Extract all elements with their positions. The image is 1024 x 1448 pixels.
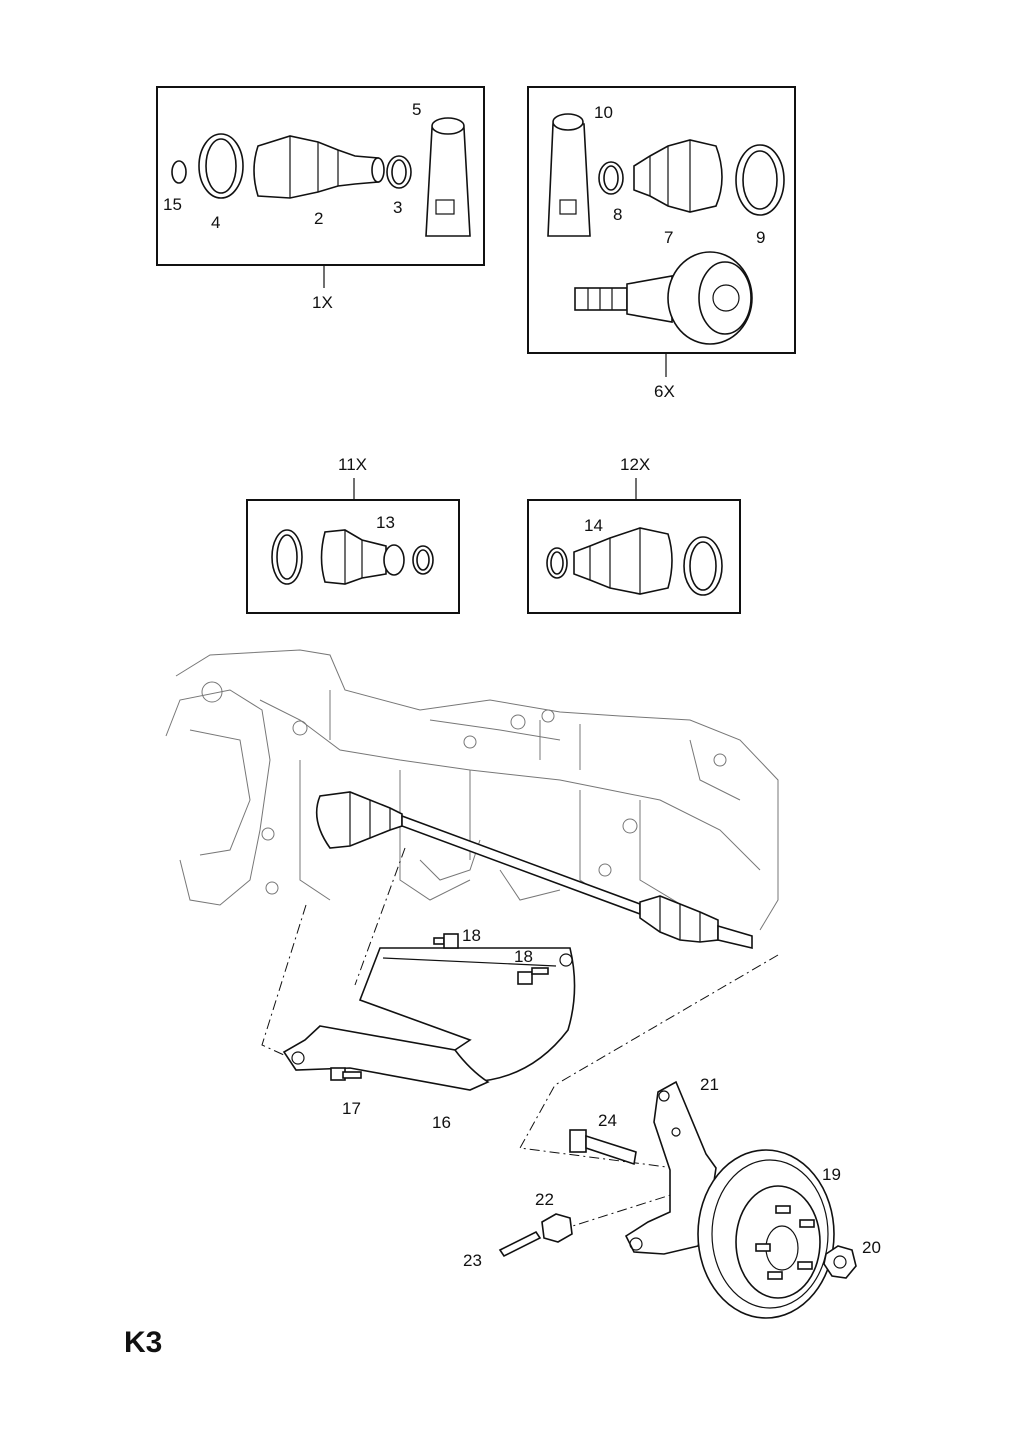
kit-box-6x: 10 8 7 9 6X bbox=[527, 86, 796, 401]
callout-16: 16 bbox=[432, 1113, 451, 1132]
part-15-clip bbox=[171, 160, 187, 184]
page-code: K3 bbox=[124, 1326, 162, 1359]
subframe-ghost-outline bbox=[165, 649, 779, 931]
part-4-clamp-ring bbox=[198, 133, 244, 199]
group-label-11x: 11X bbox=[338, 455, 367, 474]
part-5-grease-tube bbox=[425, 117, 471, 237]
part-22-castle-nut bbox=[541, 1213, 573, 1243]
group-label-6x: 6X bbox=[654, 382, 675, 401]
callout-19: 19 bbox=[822, 1165, 841, 1184]
callout-18-upper: 18 bbox=[462, 926, 481, 945]
part-18-bolt-right bbox=[517, 967, 549, 985]
callout-21: 21 bbox=[700, 1075, 719, 1094]
callout-10: 10 bbox=[594, 103, 613, 122]
part-7-boot bbox=[633, 139, 723, 213]
callout-8: 8 bbox=[613, 205, 622, 224]
drive-shaft-assembly bbox=[315, 791, 753, 950]
part-10-grease-tube bbox=[547, 113, 591, 237]
part-17-bolt bbox=[330, 1067, 362, 1081]
part-21-steering-knuckle bbox=[624, 1080, 717, 1255]
callout-18-right: 18 bbox=[514, 947, 533, 966]
callout-15: 15 bbox=[163, 195, 182, 214]
kit-box-11x: 13 11X bbox=[246, 455, 460, 614]
callout-7: 7 bbox=[664, 228, 673, 247]
callout-23: 23 bbox=[463, 1251, 482, 1270]
callout-20: 20 bbox=[862, 1238, 881, 1257]
callout-4: 4 bbox=[211, 213, 220, 232]
callout-13: 13 bbox=[376, 513, 395, 532]
part-20-wheel-nut bbox=[823, 1245, 857, 1279]
callout-9: 9 bbox=[756, 228, 765, 247]
part-9-clamp-ring bbox=[735, 144, 785, 216]
part-19-brake-disc bbox=[697, 1149, 835, 1319]
kit-box-12x: 14 12X bbox=[527, 455, 741, 614]
group-label-12x: 12X bbox=[620, 455, 650, 474]
callout-24: 24 bbox=[598, 1111, 617, 1130]
part-3-small-clamp bbox=[386, 155, 412, 189]
part-23-cotter-pin bbox=[498, 1230, 542, 1258]
part-18-bolt-upper bbox=[433, 933, 459, 949]
callout-2: 2 bbox=[314, 209, 323, 228]
part-8-small-clamp bbox=[598, 161, 624, 195]
assembly-leader-lines bbox=[261, 847, 779, 1231]
callout-17: 17 bbox=[342, 1099, 361, 1118]
callout-3: 3 bbox=[393, 198, 402, 217]
part-2-boot bbox=[253, 135, 385, 199]
callout-5: 5 bbox=[412, 100, 421, 119]
callout-14: 14 bbox=[584, 516, 603, 535]
group-label-1x: 1X bbox=[312, 293, 333, 312]
callout-22: 22 bbox=[535, 1190, 554, 1209]
part-6x-cv-joint bbox=[574, 251, 753, 345]
kit-box-1x: 5 15 4 2 3 1X bbox=[156, 86, 485, 312]
part-16-heat-shield bbox=[282, 947, 576, 1091]
part-24-bolt bbox=[569, 1129, 637, 1166]
